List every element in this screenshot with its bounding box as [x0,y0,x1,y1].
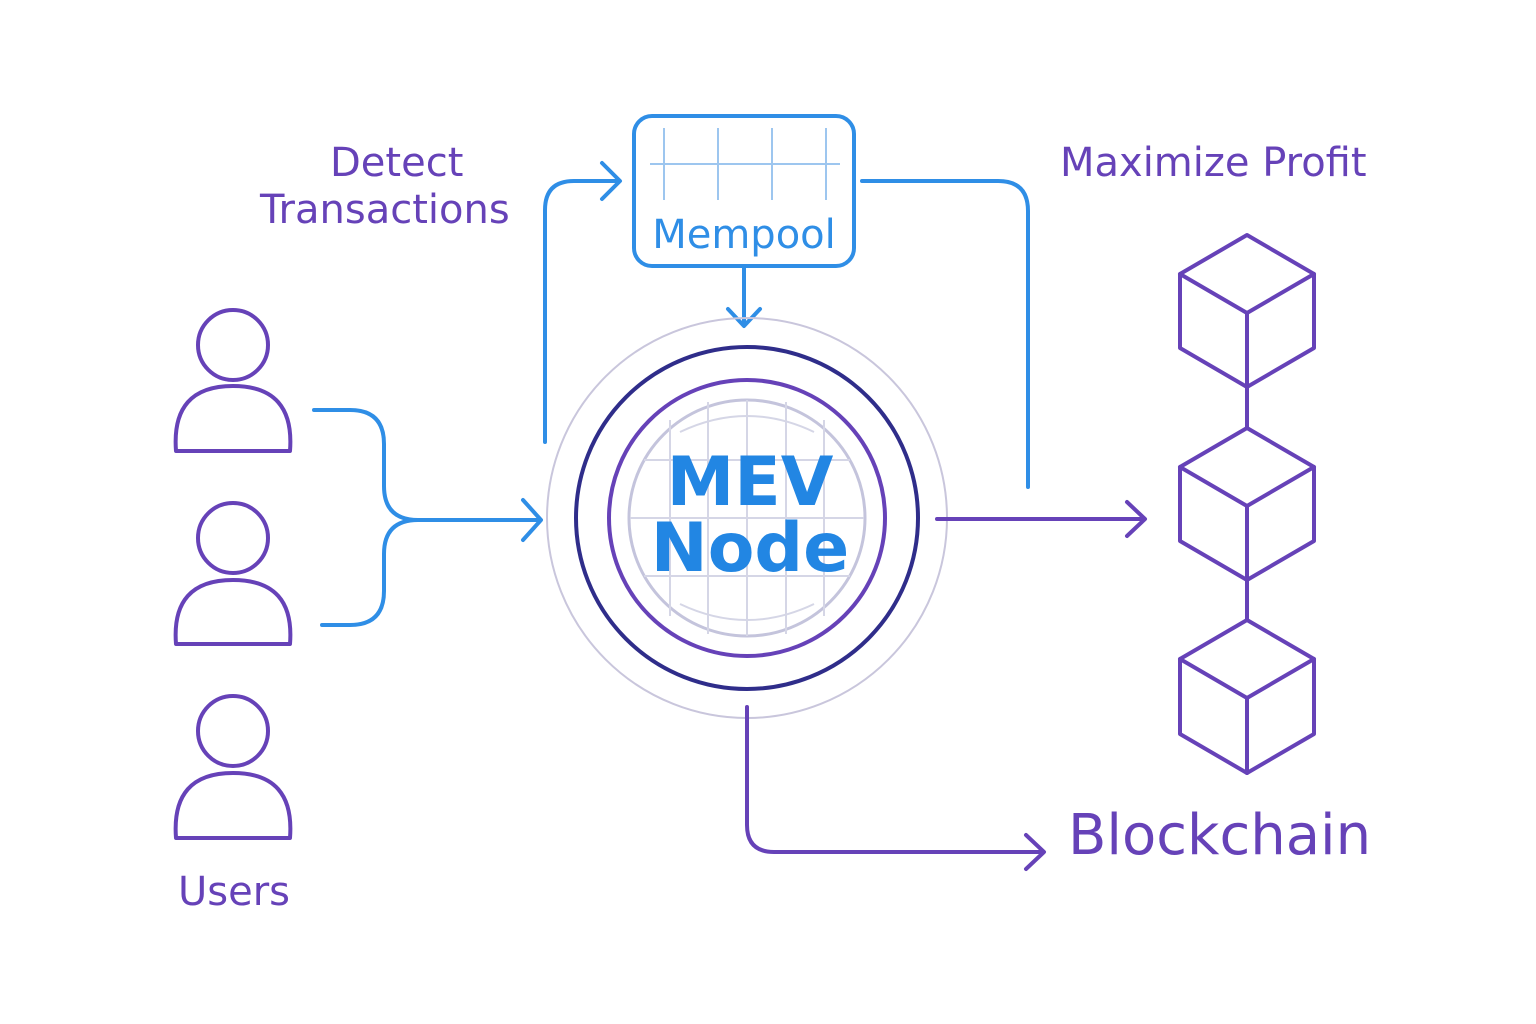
node-to-blockchain-arrow [935,500,1147,538]
user-icon-3 [173,694,293,840]
mev-node [546,317,948,719]
cube-icon-2 [1178,426,1316,582]
mempool-to-node-arrow [726,266,762,328]
users-connector [312,408,542,627]
mempool-label: Mempool [652,212,836,258]
node-grid [630,400,864,636]
node-ring-navy [574,345,920,691]
profit-connector [860,179,1030,489]
cube-icon-1 [1178,233,1316,389]
node-to-label-arrow [745,705,1046,871]
user-icon-2 [173,501,293,646]
mev-node-title: MEV Node [580,443,920,588]
user-icon-1 [173,308,293,453]
detect-label-line-1: Detect [330,140,464,186]
mev-node-title-line-2: Node [650,509,850,588]
maximize-profit-label: Maximize Profit [1060,140,1367,186]
detect-connector [543,179,620,444]
mempool-grid [650,128,840,200]
blockchain-label: Blockchain [1068,803,1372,868]
blockchain-chain [1178,233,1316,775]
mev-node-title-line-1: MEV [666,443,834,522]
detect-label-line-2: Transactions [260,187,510,233]
users-arrow-head [521,498,543,542]
detect-arrow-head [600,161,622,201]
node-ring-purple [607,378,887,658]
cube-icon-3 [1178,618,1316,775]
users-label: Users [177,869,290,915]
